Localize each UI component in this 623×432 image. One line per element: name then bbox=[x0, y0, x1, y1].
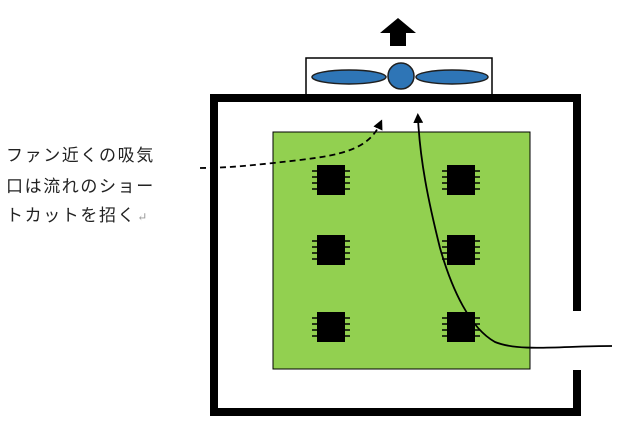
chip-body bbox=[447, 165, 475, 195]
chip-icon bbox=[442, 235, 480, 265]
annotation-leader-line bbox=[199, 119, 383, 169]
fan-hub-icon bbox=[387, 62, 415, 90]
chip-body bbox=[447, 312, 475, 342]
caption-line-2: 口は流れのショー bbox=[6, 179, 155, 196]
return-mark: ↵ bbox=[137, 210, 149, 224]
exhaust-arrow-icon bbox=[380, 18, 416, 46]
chip-icon bbox=[312, 312, 350, 342]
airflow-short-circuit-arrow bbox=[413, 113, 613, 349]
caption-line-3-text: トカットを招く bbox=[6, 206, 137, 226]
chip-icon bbox=[442, 165, 480, 195]
fan-blade-left-icon bbox=[311, 69, 387, 85]
circuit-board bbox=[272, 131, 531, 370]
chip-icon bbox=[312, 165, 350, 195]
caption-line-1-text: ファン近くの吸気 bbox=[6, 146, 155, 166]
chip-body bbox=[317, 235, 345, 265]
chip-icon bbox=[312, 235, 350, 265]
fan-blade-right-icon bbox=[415, 69, 489, 85]
chip-body bbox=[317, 312, 345, 342]
chip-body bbox=[447, 235, 475, 265]
chip-icon bbox=[442, 312, 480, 342]
chip-array bbox=[312, 165, 480, 342]
enclosure-wall bbox=[210, 94, 581, 416]
chip-body bbox=[317, 165, 345, 195]
caption-line-2-text: 口は流れのショー bbox=[6, 177, 155, 197]
caption-line-3: トカットを招く↵ bbox=[6, 208, 149, 225]
caption-line-1: ファン近くの吸気 bbox=[6, 148, 155, 165]
